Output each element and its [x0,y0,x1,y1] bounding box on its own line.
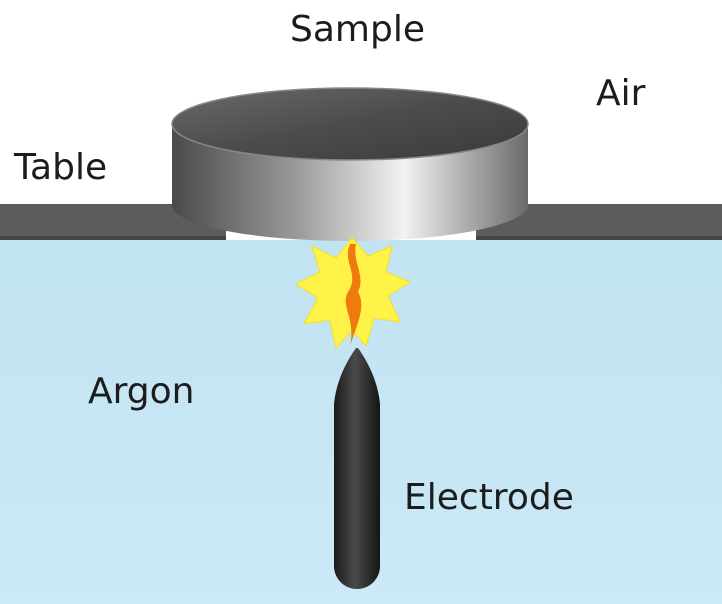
electrode-label: Electrode [404,477,574,518]
spark-core [345,244,362,346]
table-label: Table [14,147,108,188]
argon-label: Argon [88,371,195,412]
table-plate-bottom-edge-right [476,236,722,240]
electrode [334,348,380,589]
sample-top [172,88,528,160]
air-label: Air [596,73,646,114]
table-plate-bottom-edge [0,236,226,240]
sample-top-rim [171,87,529,161]
sample-label: Sample [290,9,425,50]
